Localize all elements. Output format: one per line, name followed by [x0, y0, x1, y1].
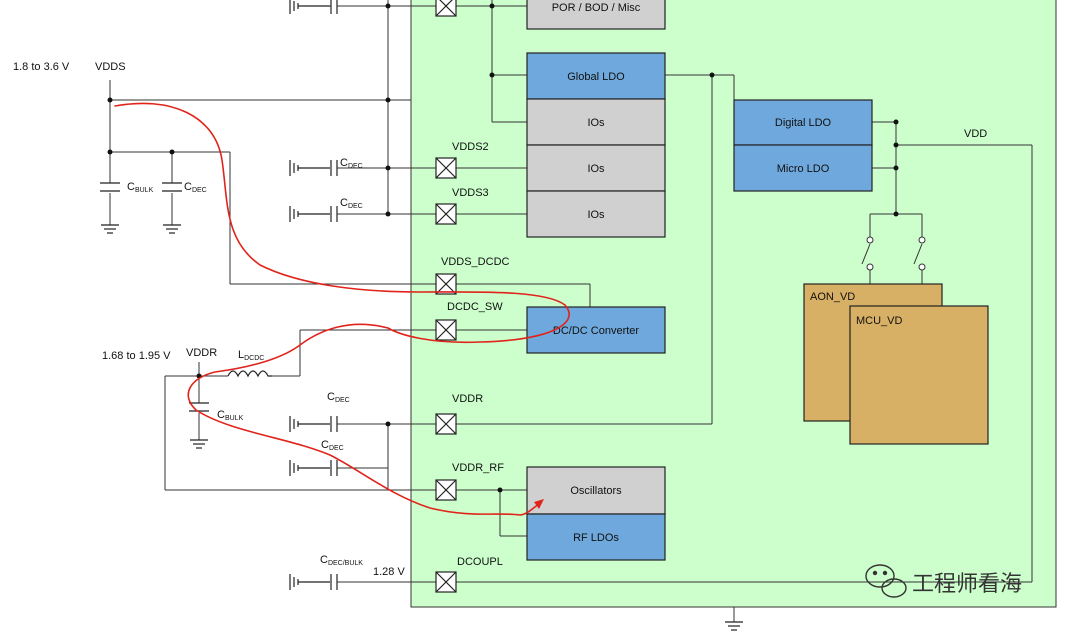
block-rf-ldos — [526, 513, 666, 561]
block-ios-2 — [526, 144, 666, 192]
label-dcdc: DC/DC Converter — [553, 325, 640, 337]
block-por — [526, 0, 666, 30]
label-vddr-rf: VDDR_RF — [452, 462, 504, 474]
label-dcoupl: DCOUPL — [457, 556, 503, 568]
label-micro-ldo: Micro LDO — [777, 163, 830, 175]
label-vddr-net: VDDR — [186, 347, 217, 359]
block-mcu-vd — [849, 305, 989, 445]
cdec-4: CDEC — [327, 391, 350, 404]
pin-dcdc-sw — [435, 319, 457, 341]
block-labels: POR / BOD / Misc Global LDO IOs IOs IOs … — [552, 2, 832, 544]
block-global-ldo — [526, 52, 666, 100]
pin-dcoupl — [435, 571, 457, 593]
pin-vdds-dcdc — [435, 273, 457, 295]
pin-vdds2 — [435, 157, 457, 179]
blocks — [526, 0, 989, 561]
block-osc — [526, 466, 666, 515]
pin-boxes — [435, 0, 457, 593]
net-labels: 1.8 to 3.6 V VDDS VDDS2 VDDS3 VDDS_DCDC … — [13, 61, 987, 578]
cdec-2: CDEC — [340, 157, 363, 170]
cdec-3: CDEC — [340, 197, 363, 210]
junction-dots — [107, 3, 899, 493]
label-vdds3: VDDS3 — [452, 187, 489, 199]
label-global-ldo: Global LDO — [567, 71, 625, 83]
ground-symbols — [101, 0, 743, 631]
label-digital-ldo: Digital LDO — [775, 117, 832, 129]
cbulk-1: CBULK — [127, 181, 154, 194]
watermark-text: 工程师看海 — [912, 572, 1022, 597]
block-digital-ldo — [733, 99, 873, 146]
label-osc: Oscillators — [570, 485, 622, 497]
label-vdds2: VDDS2 — [452, 141, 489, 153]
annotation-arrowhead — [534, 499, 544, 509]
range-vdds: 1.8 to 3.6 V — [13, 61, 70, 73]
label-ios-3: IOs — [587, 209, 605, 221]
switch-contacts — [866, 236, 926, 271]
cdec-5: CDEC — [321, 439, 344, 452]
label-dcdc-sw: DCDC_SW — [447, 301, 503, 313]
watermark: 工程师看海 — [865, 564, 1022, 598]
label-ios-1: IOs — [587, 117, 605, 129]
label-rf-ldos: RF LDOs — [573, 532, 619, 544]
capacitor-leads — [330, 5, 345, 583]
capacitor-symbols — [100, 0, 338, 590]
annotation-current-loop — [114, 102, 570, 516]
cdec-1: CDEC — [184, 181, 207, 194]
wiring — [109, 0, 1033, 622]
block-dcdc — [526, 306, 666, 354]
label-vdd: VDD — [964, 128, 987, 140]
range-vddr: 1.68 to 1.95 V — [102, 350, 171, 362]
block-ios-1 — [526, 98, 666, 146]
pin-vddr-rf — [435, 479, 457, 501]
cdecbulk: CDEC/BULK — [320, 554, 363, 567]
label-vdds: VDDS — [95, 61, 126, 73]
label-por: POR / BOD / Misc — [552, 2, 641, 14]
label-vddr-pin: VDDR — [452, 393, 483, 405]
block-micro-ldo — [733, 144, 873, 192]
pin-vdds3 — [435, 203, 457, 225]
pin-top — [435, 0, 457, 17]
inductor-symbol — [227, 370, 272, 378]
label-ios-2: IOs — [587, 163, 605, 175]
cbulk-2: CBULK — [217, 409, 244, 422]
component-labels: CBULK CDEC CDEC CDEC LDCDC CBULK CDEC CD… — [127, 157, 363, 567]
wechat-icon — [865, 564, 907, 598]
label-1-28v: 1.28 V — [373, 566, 405, 578]
label-aon-vd: AON_VD — [810, 291, 855, 303]
label-vdds-dcdc: VDDS_DCDC — [441, 256, 510, 268]
block-ios-3 — [526, 190, 666, 238]
pin-vddr — [435, 413, 457, 435]
label-mcu-vd: MCU_VD — [856, 315, 903, 327]
ldcdc: LDCDC — [238, 349, 264, 362]
